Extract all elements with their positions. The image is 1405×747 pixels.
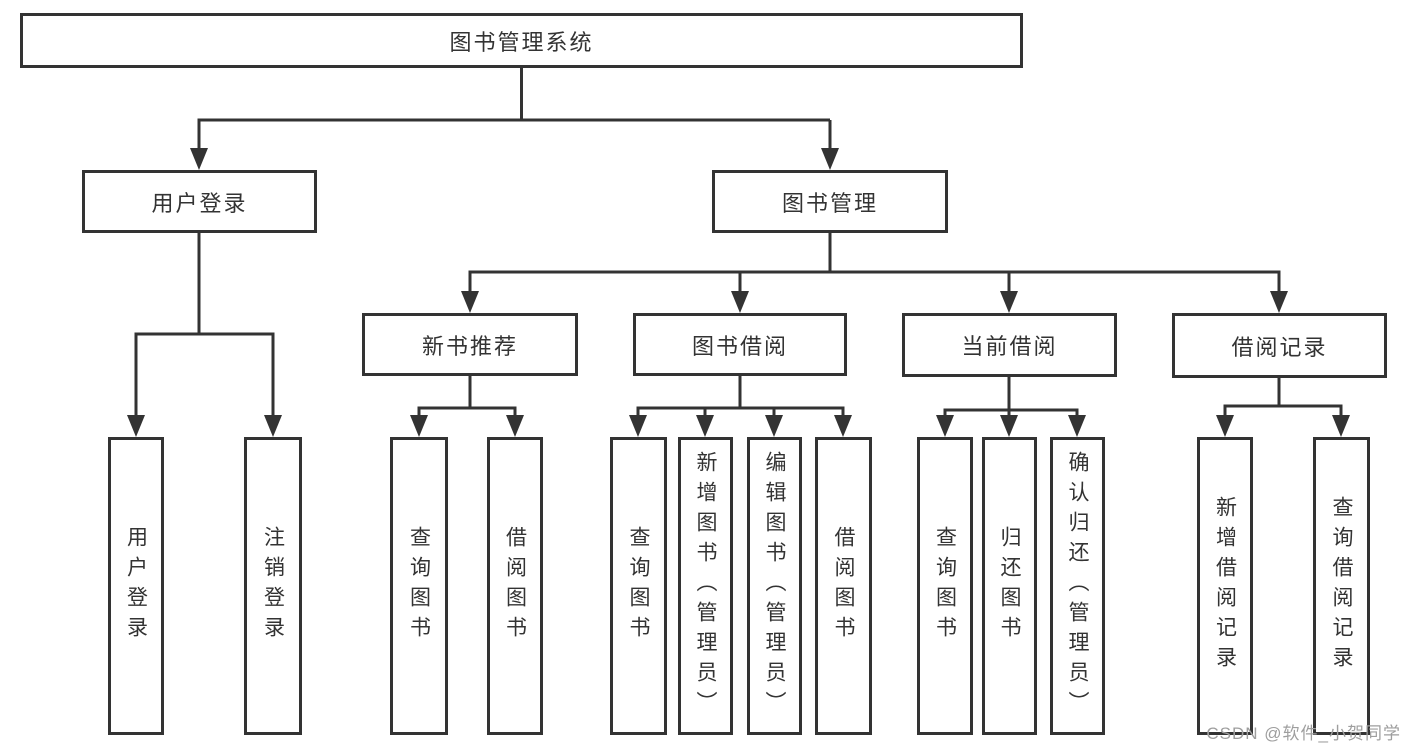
edge-current-borrow xyxy=(943,377,1079,417)
edge-borrow-record xyxy=(1223,378,1343,417)
node-new-book-recommend: 新书推荐 xyxy=(362,313,578,376)
node-book-borrowing: 图书借阅 xyxy=(633,313,847,376)
leaf-label: 查询图书 xyxy=(627,526,650,646)
leaf-label: 查询借阅记录 xyxy=(1330,496,1353,676)
leaf-query-books: 查询图书 xyxy=(610,437,667,735)
arrowhead-icon xyxy=(127,415,145,437)
leaf-query-borrow-record: 查询借阅记录 xyxy=(1313,437,1370,735)
node-library-system: 图书管理系统 xyxy=(20,13,1023,68)
edge-book-borrow xyxy=(636,376,845,417)
arrowhead-icon xyxy=(1270,291,1288,313)
leaf-label: 新增图书（管理员） xyxy=(694,451,717,721)
arrowhead-icon xyxy=(834,415,852,437)
leaf-borrow-books: 借阅图书 xyxy=(815,437,872,735)
leaf-label: 用户登录 xyxy=(124,526,148,646)
leaf-label: 新增借阅记录 xyxy=(1213,496,1237,676)
leaf-label: 归还图书 xyxy=(998,526,1021,646)
arrowhead-icon xyxy=(506,415,524,437)
leaf-label: 借阅图书 xyxy=(832,526,855,646)
leaf-label: 查询图书 xyxy=(407,526,431,646)
node-book-management: 图书管理 xyxy=(712,170,948,233)
leaf-label: 查询图书 xyxy=(933,526,957,646)
leaf-label: 确认归还（管理员） xyxy=(1066,451,1089,721)
arrowhead-icon xyxy=(821,148,839,170)
edge-root xyxy=(197,68,832,150)
arrowhead-icon xyxy=(190,148,208,170)
leaf-logout: 注销登录 xyxy=(244,437,302,735)
arrowhead-icon xyxy=(936,415,954,437)
leaf-query-books: 查询图书 xyxy=(917,437,973,735)
leaf-label: 借阅图书 xyxy=(503,526,527,646)
node-user-login: 用户登录 xyxy=(82,170,317,233)
leaf-borrow-books: 借阅图书 xyxy=(487,437,543,735)
leaf-label: 编辑图书（管理员） xyxy=(763,451,786,721)
arrowhead-icon xyxy=(696,415,714,437)
arrowhead-icon xyxy=(629,415,647,437)
leaf-add-borrow-record: 新增借阅记录 xyxy=(1197,437,1253,735)
arrowhead-icon xyxy=(1068,415,1086,437)
arrowhead-icon xyxy=(1000,415,1018,437)
leaf-return-books: 归还图书 xyxy=(982,437,1037,735)
leaf-user-login: 用户登录 xyxy=(108,437,164,735)
arrowhead-icon xyxy=(410,415,428,437)
leaf-add-books-admin: 新增图书（管理员） xyxy=(678,437,733,735)
arrowhead-icon xyxy=(765,415,783,437)
node-borrowing-records: 借阅记录 xyxy=(1172,313,1387,378)
leaf-label: 注销登录 xyxy=(261,526,285,646)
edge-new-book xyxy=(417,376,517,417)
arrowhead-icon xyxy=(1216,415,1234,437)
arrowhead-icon xyxy=(461,291,479,313)
leaf-edit-books-admin: 编辑图书（管理员） xyxy=(747,437,802,735)
edge-book-mgmt xyxy=(468,233,1281,293)
csdn-watermark: CSDN @软件_小贺同学 xyxy=(1206,724,1401,743)
leaf-query-books: 查询图书 xyxy=(390,437,448,735)
arrowhead-icon xyxy=(1332,415,1350,437)
arrowhead-icon xyxy=(731,291,749,313)
node-current-borrowing: 当前借阅 xyxy=(902,313,1117,377)
edge-user-login xyxy=(134,233,275,417)
leaf-confirm-return-admin: 确认归还（管理员） xyxy=(1050,437,1105,735)
arrowhead-icon xyxy=(264,415,282,437)
arrowhead-icon xyxy=(1000,291,1018,313)
